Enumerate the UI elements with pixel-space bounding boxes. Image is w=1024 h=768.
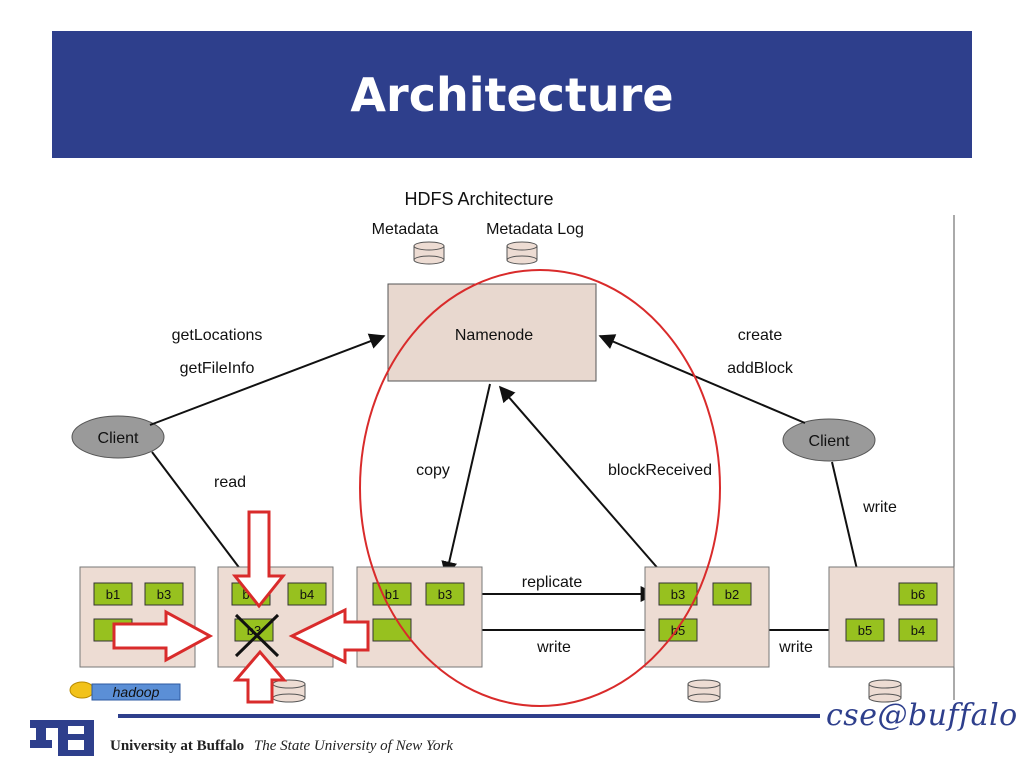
datanode-3 [356, 566, 483, 668]
cse-buffalo-mark: cse@buffalo [826, 698, 1018, 733]
namenode-label: Namenode [455, 327, 533, 344]
block-label: b [242, 587, 249, 602]
metadata-disk-icon [413, 241, 445, 265]
block-label: b6 [911, 587, 925, 602]
arrow-copy [441, 383, 491, 578]
block [372, 582, 412, 606]
block [712, 582, 752, 606]
red-arrow-down [231, 510, 287, 609]
edge-label-getlocations: getLocations [172, 327, 263, 344]
datanode-4 [644, 566, 770, 668]
edge-label-blockreceived: blockReceived [608, 462, 712, 479]
edge-label-write-bottom-right: write [778, 639, 813, 656]
block-label: b3 [157, 587, 171, 602]
failed-block-x-mark [234, 613, 280, 658]
block-label: b1 [106, 587, 120, 602]
block-label: b3 [671, 587, 685, 602]
svg-text:hadoop: hadoop [113, 684, 160, 700]
highlight-ellipse [359, 269, 721, 707]
edge-label-write-middle: write [536, 639, 571, 656]
metadata-log-label: Metadata Log [486, 221, 584, 238]
block-label: b4 [300, 587, 314, 602]
edge-label-write-right: write [862, 499, 897, 516]
red-arrow-left [288, 607, 370, 665]
arrow-client-to-namenode-left [149, 333, 386, 426]
client-left [71, 415, 165, 459]
datanode-disk-icon [687, 679, 721, 703]
datanode-5 [828, 566, 955, 668]
edge-label-getfileinfo: getFileInfo [180, 360, 255, 377]
client-right [782, 418, 876, 462]
block-label: b5 [858, 623, 872, 638]
block [658, 618, 698, 642]
arrow-blockreceived [498, 385, 669, 581]
block [93, 582, 133, 606]
client-right-label: Client [809, 433, 850, 450]
block-label: b1 [385, 587, 399, 602]
block [845, 618, 885, 642]
metadata-label: Metadata [372, 221, 439, 238]
university-name: University at Buffalo [110, 738, 245, 754]
block [144, 582, 184, 606]
university-footer-text: University at Buffalo The State Universi… [110, 738, 453, 755]
block [372, 618, 412, 642]
datanode-disk-icon [868, 679, 902, 703]
edge-label-copy: copy [416, 462, 450, 479]
red-arrow-up [232, 649, 288, 704]
client-left-label: Client [98, 430, 139, 447]
footer-divider [118, 714, 820, 718]
arrow-client-to-namenode-right [598, 334, 806, 424]
slide-title: Architecture [350, 67, 674, 122]
edge-label-addblock: addBlock [727, 360, 794, 377]
block-label: b3 [438, 587, 452, 602]
block [287, 582, 327, 606]
metadata-log-disk-icon [506, 241, 538, 265]
edge-label-read: read [214, 474, 246, 491]
namenode-box [387, 283, 597, 382]
diagram-title: HDFS Architecture [404, 189, 553, 209]
title-band: Architecture [52, 31, 972, 158]
datanode-disk-icon [272, 679, 306, 703]
red-pointer-arrows [112, 510, 370, 704]
ub-logo [30, 720, 94, 756]
red-arrow-right [112, 609, 214, 663]
university-subtitle: The State University of New York [253, 738, 453, 754]
edge-label-replicate: replicate [522, 574, 583, 591]
block [898, 618, 938, 642]
block [425, 582, 465, 606]
block-label: b4 [911, 623, 925, 638]
block-label: b2 [725, 587, 739, 602]
hadoop-logo: hadoop [69, 681, 181, 701]
block [898, 582, 938, 606]
edge-label-create: create [738, 327, 783, 344]
